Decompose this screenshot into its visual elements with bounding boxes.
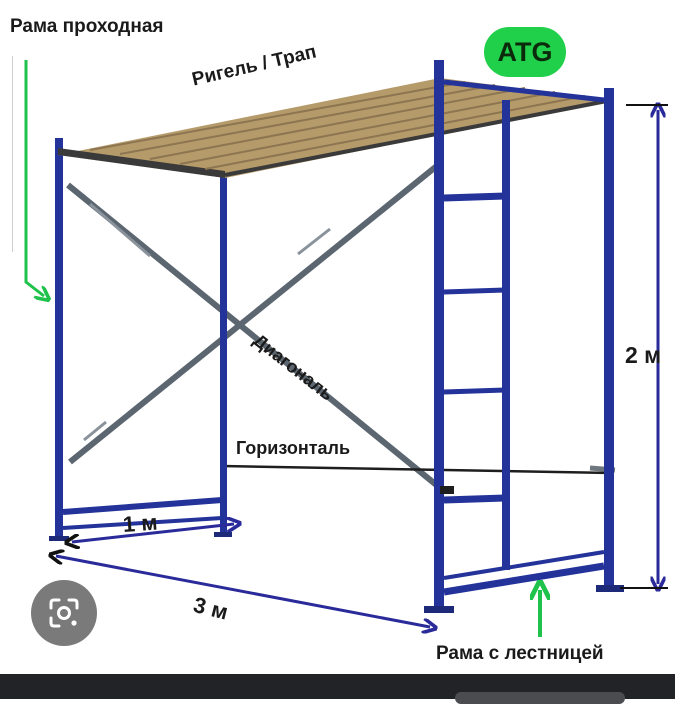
label-height-dimension: 2 м [625,342,662,368]
label-width-dimension: 1 м [122,509,159,537]
frame-passage-arrow [24,60,44,296]
label-horizontal: Горизонталь [236,438,351,458]
ladder-frame [424,60,624,613]
bottom-pill[interactable] [455,692,625,704]
deck-riegel [58,78,613,178]
label-frame-ladder: Рама с лестницей [436,643,604,664]
lens-glyph [49,598,79,628]
horizontal-brace [221,464,613,475]
atg-logo: ATG [484,27,566,77]
atg-logo-text: ATG [497,36,553,67]
side-divider [12,56,13,252]
label-frame-passage: Рама проходная [10,16,164,37]
width-dimension [72,524,234,542]
passage-frame [49,138,232,541]
google-lens-icon[interactable] [31,580,97,646]
length-dimension [56,556,430,627]
height-dimension [620,105,668,588]
diagonal-braces [66,162,447,495]
